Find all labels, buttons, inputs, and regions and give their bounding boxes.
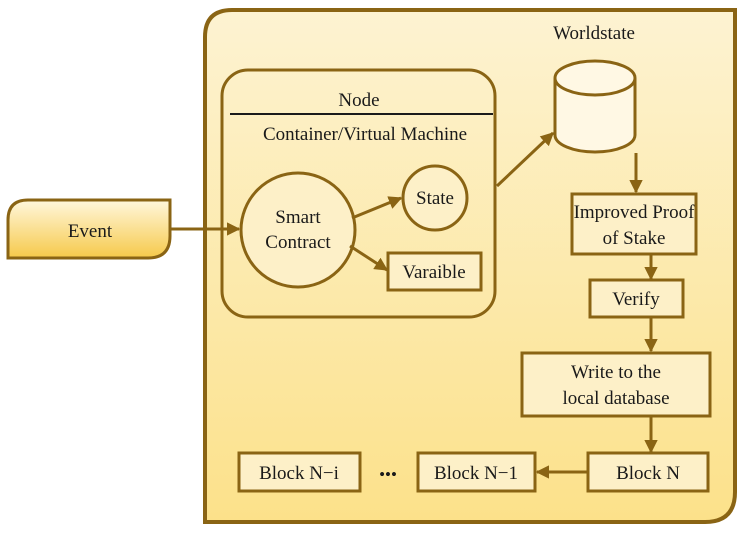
block-n-minus-1: Block N−1	[416, 451, 537, 493]
block-n: Block N	[586, 451, 710, 493]
node-container: Node Container/Virtual Machine Smart Con…	[220, 68, 497, 319]
worldstate-database: Worldstate	[553, 23, 637, 154]
arrow-node-to-worldstate	[495, 131, 555, 188]
event-box: Event	[6, 198, 172, 260]
smart-contract-node: Smart Contract	[239, 171, 357, 289]
node-title: Node	[338, 90, 379, 111]
write-database-box: Write to the local database	[520, 351, 712, 418]
consensus-label-line-2: of Stake	[603, 228, 666, 249]
smart-contract-label-line-1: Smart	[275, 207, 321, 228]
event-label: Event	[68, 221, 113, 242]
write-label-line-1: Write to the	[571, 362, 661, 383]
consensus-label-line-1: Improved Proof	[574, 202, 696, 223]
verify-label: Verify	[612, 289, 660, 310]
verify-box: Verify	[588, 278, 685, 319]
state-node: State	[401, 164, 469, 232]
state-label: State	[416, 188, 454, 209]
block-n-minus-i: Block N−i	[237, 451, 362, 493]
arrow-contract-to-state	[351, 196, 403, 220]
block-n-minus-i-label: Block N−i	[259, 463, 339, 484]
worldstate-label: Worldstate	[553, 23, 635, 44]
variable-node: Varaible	[386, 251, 483, 292]
consensus-box: Improved Proof of Stake	[570, 192, 698, 256]
block-n-minus-1-label: Block N−1	[434, 463, 518, 484]
smart-contract-label-line-2: Contract	[265, 232, 331, 253]
chain-ellipsis: •••	[379, 465, 397, 484]
arrow-contract-to-variable	[349, 244, 389, 272]
block-n-label: Block N	[616, 463, 680, 484]
node-subtitle: Container/Virtual Machine	[263, 124, 467, 145]
variable-label: Varaible	[402, 262, 465, 283]
write-label-line-2: local database	[562, 388, 669, 409]
